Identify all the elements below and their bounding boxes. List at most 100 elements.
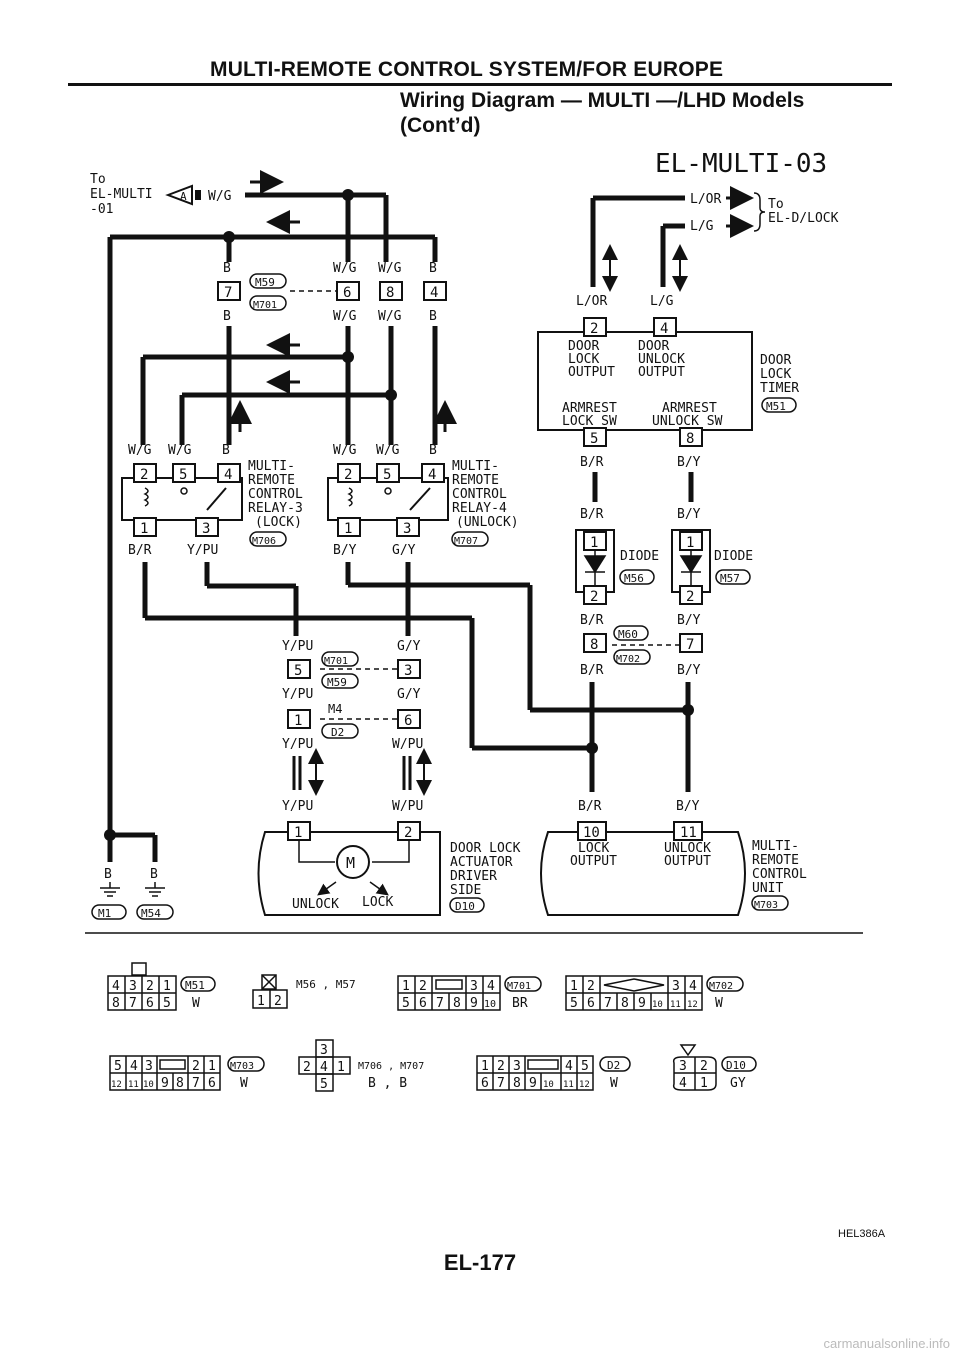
timer-pin: 5 xyxy=(590,431,598,447)
relay3-switch-icon xyxy=(206,487,227,511)
relay4-wire: B/Y xyxy=(333,543,357,558)
unit-wire: B/R xyxy=(578,799,602,814)
page-number: EL-177 xyxy=(443,1250,517,1275)
cv-pin: 5 xyxy=(402,996,410,1011)
cv-pin: 1 xyxy=(402,979,410,994)
relay4-pin: 3 xyxy=(403,521,411,537)
cv-pin: 4 xyxy=(320,1060,328,1075)
actuator-name: DRIVER xyxy=(450,869,497,884)
pin-box xyxy=(679,427,703,447)
joint-top-pin: 4 xyxy=(430,285,438,301)
cv-pin: 5 xyxy=(163,996,171,1011)
cv-color: W xyxy=(192,996,200,1011)
cv-pin: 2 xyxy=(303,1060,311,1075)
joint-m60-pin: 8 xyxy=(590,637,598,653)
relay4-pin: 4 xyxy=(428,467,436,483)
pin-box xyxy=(396,517,420,537)
timer-pin: 8 xyxy=(686,431,694,447)
joint-m4-pin: 1 xyxy=(294,713,302,729)
conn-badge xyxy=(504,976,542,992)
connector-view-m56 xyxy=(252,974,288,1009)
timer-in-label: ARMREST xyxy=(562,401,617,416)
cv-pin: 1 xyxy=(700,1076,708,1091)
cv-color: B , B xyxy=(368,1076,407,1091)
unit-out-label: OUTPUT xyxy=(570,854,617,869)
diode1-pin: 1 xyxy=(590,535,598,551)
conn-badge xyxy=(321,673,359,689)
cv-color: W xyxy=(610,1076,618,1091)
cv-pin: 2 xyxy=(192,1059,200,1074)
relay3-name: (LOCK) xyxy=(255,515,302,530)
ground-icon xyxy=(100,882,120,897)
actuator-body xyxy=(257,831,441,916)
cv-pin: 3 xyxy=(672,979,680,994)
conn-badge xyxy=(136,904,174,920)
unit-name: CONTROL xyxy=(752,867,807,882)
cv-pin: 6 xyxy=(419,996,427,1011)
relay3-wire: W/G xyxy=(128,443,152,458)
relay3-wire: W/G xyxy=(168,443,192,458)
relay3-pin: 1 xyxy=(140,521,148,537)
timer-pin: 2 xyxy=(590,321,598,337)
relay3-conn: M706 xyxy=(252,536,276,547)
cv-pin: 12 xyxy=(111,1080,122,1090)
diode2-wire: B/Y xyxy=(677,507,701,522)
cv-pin: 2 xyxy=(274,994,282,1009)
cv-pin: 9 xyxy=(529,1076,537,1091)
cv-pin: 4 xyxy=(689,979,697,994)
diode1-pin: 2 xyxy=(590,589,598,605)
pin-box xyxy=(583,427,607,447)
diode2-symbol-icon xyxy=(679,550,703,586)
actuator-motor: M xyxy=(346,854,355,872)
cv-ids: M701 xyxy=(507,981,531,992)
cv-pin: 10 xyxy=(652,1000,663,1010)
relay4-conn: M707 xyxy=(454,536,478,547)
cv-color: GY xyxy=(730,1076,746,1091)
joint-m701-conn-a: M701 xyxy=(324,656,348,667)
timer-in-label: UNLOCK SW xyxy=(652,414,723,429)
relay4-name: (UNLOCK) xyxy=(456,515,519,530)
timer-conn: M51 xyxy=(766,400,786,413)
relay3-name: RELAY-3 xyxy=(248,501,303,516)
timer-wire: B/Y xyxy=(677,455,701,470)
joint-m60-wire: B/Y xyxy=(677,663,701,678)
ref-a-pin xyxy=(195,190,201,200)
pin-box xyxy=(583,317,607,337)
unit-pin: 11 xyxy=(680,825,697,841)
actuator-pin: 2 xyxy=(404,825,412,841)
ref-lock-to: To xyxy=(768,197,784,212)
cv-pin: 3 xyxy=(679,1059,687,1074)
conn-badge xyxy=(706,976,744,992)
splice-point xyxy=(385,389,397,401)
joint-m60-pin: 7 xyxy=(686,637,694,653)
cv-pin: 7 xyxy=(192,1076,200,1091)
pin-box xyxy=(287,659,311,679)
cv-pin: 2 xyxy=(700,1059,708,1074)
relay4-coil-icon xyxy=(347,487,353,507)
timer-pin: 4 xyxy=(660,321,668,337)
cv-ids: M702 xyxy=(709,981,733,992)
flow-arrow xyxy=(317,881,337,896)
ref-lock-wire: L/OR xyxy=(690,192,721,207)
relay4-wire: B xyxy=(429,443,437,458)
cv-pin: 5 xyxy=(570,996,578,1011)
pin-box xyxy=(379,281,403,301)
conn-badge xyxy=(321,651,359,667)
timer-out-label: OUTPUT xyxy=(568,365,615,380)
cv-pin: 12 xyxy=(687,1000,698,1010)
cv-pin: 5 xyxy=(581,1059,589,1074)
flow-arrow xyxy=(369,881,389,896)
timer-out-label: DOOR xyxy=(568,339,599,354)
pin-box xyxy=(421,463,445,483)
timer-name: TIMER xyxy=(760,381,799,396)
timer-out-label: OUTPUT xyxy=(638,365,685,380)
timer-body xyxy=(537,331,753,431)
unit-out-label: OUTPUT xyxy=(664,854,711,869)
actuator-name: ACTUATOR xyxy=(450,855,513,870)
cv-pin: 10 xyxy=(543,1080,554,1090)
relay3-pin: 2 xyxy=(140,467,148,483)
connector-view-m702 xyxy=(565,975,703,1011)
relay4-pin: 2 xyxy=(344,467,352,483)
conn-badge xyxy=(613,649,651,665)
conn-badge xyxy=(91,904,127,920)
